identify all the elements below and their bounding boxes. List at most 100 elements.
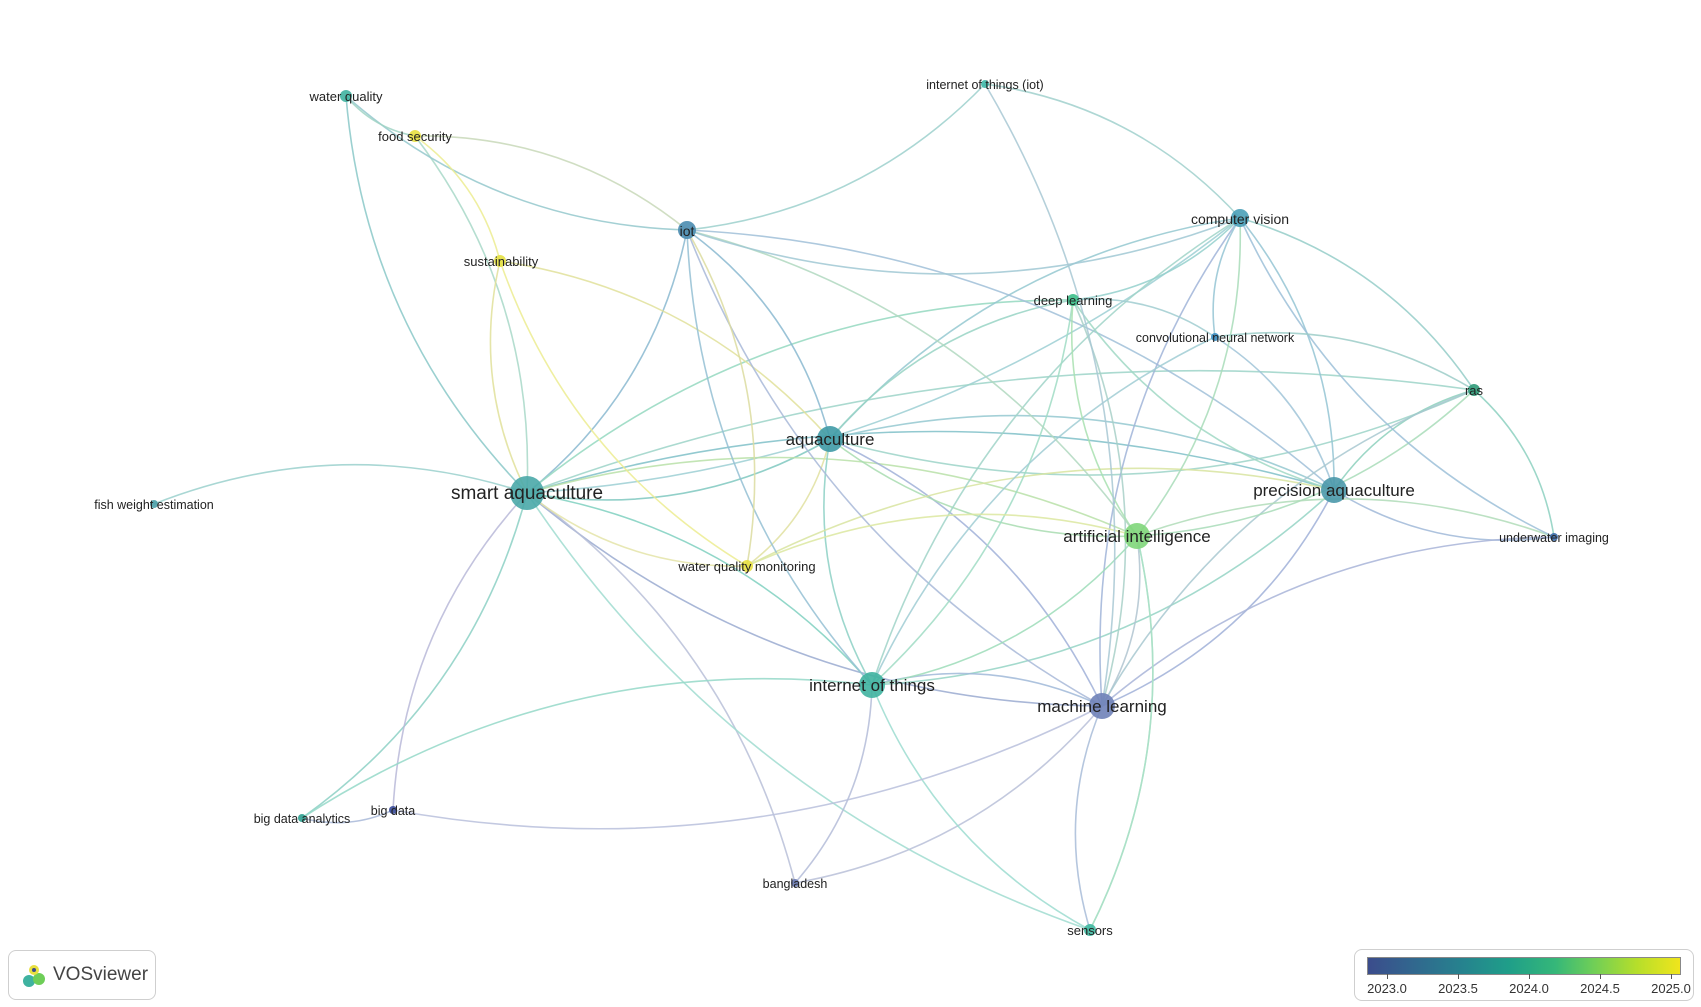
link-smart_aquaculture-food_security [414,135,529,494]
link-aquaculture-precision_aquaculture [829,414,1335,491]
link-smart_aquaculture-precision_aquaculture [526,430,1335,494]
node-label-sensors[interactable]: sensors [1067,923,1113,938]
node-iot[interactable] [678,221,696,239]
node-ras[interactable] [1468,384,1480,396]
link-precision_aquaculture-machine_learning [1101,489,1335,707]
link-smart_aquaculture-big_data [392,492,528,811]
node-label-water-quality[interactable]: water quality [309,89,383,104]
node-internet-of-things-iot[interactable] [981,80,989,88]
legend-tick-label: 2024.5 [1580,981,1620,996]
node-deep-learning[interactable] [1067,294,1079,306]
brand-name: VOSviewer [53,964,149,985]
link-internet_of_things-big_data_analytics [301,677,873,819]
node-label-internet-of-things[interactable]: internet of things [809,676,935,695]
legend-tick-mark [1387,974,1388,979]
node-label-deep-learning[interactable]: deep learning [1034,293,1113,308]
link-smart_aquaculture-water_quality [345,95,528,494]
link-computer_vision-deep_learning [1072,217,1241,301]
node-label-artificial-intelligence[interactable]: artificial intelligence [1063,527,1210,546]
link-smart_aquaculture-artificial_intelligence [526,456,1138,537]
node-label-fish-weight-estimation[interactable]: fish weight estimation [94,498,214,512]
link-iot-internet_of_things_iot [686,83,986,231]
node-aquaculture[interactable] [817,426,843,452]
link-aquaculture-sustainability [499,260,831,440]
link-smart_aquaculture-sustainability [489,260,528,494]
link-smart_aquaculture-big_data_analytics [301,492,528,819]
link-aquaculture-ras [829,389,1475,476]
node-water-quality[interactable] [340,90,352,102]
node-sustainability[interactable] [494,255,506,267]
link-internet_of_things_iot-machine_learning [984,83,1116,707]
link-internet_of_things-computer_vision [871,217,1241,686]
link-computer_vision-convolutional_neural_network [1212,217,1241,338]
legend-tick-mark [1671,974,1672,979]
link-machine_learning-iot [686,229,1103,707]
link-internet_of_things-artificial_intelligence [871,535,1138,686]
node-bangladesh[interactable] [791,879,799,887]
node-convolutional-neural-network[interactable] [1211,333,1219,341]
node-label-food-security[interactable]: food security [378,129,452,144]
node-label-sustainability[interactable]: sustainability [464,254,539,269]
legend-tick-mark [1458,974,1459,979]
link-deep_learning-convolutional_neural_network [1072,298,1216,338]
link-aquaculture-artificial_intelligence [829,438,1138,538]
node-label-iot[interactable]: iot [680,223,695,239]
link-artificial_intelligence-iot [686,229,1138,537]
node-computer-vision[interactable] [1231,209,1249,227]
link-computer_vision-iot [686,217,1241,275]
link-smart_aquaculture-fish_weight_estimation [153,463,528,505]
node-smart-aquaculture[interactable] [510,476,544,510]
link-machine_learning-ras [1101,389,1475,707]
link-iot-food_security [414,135,688,231]
node-label-machine-learning[interactable]: machine learning [1037,697,1166,716]
node-water-quality-monitoring[interactable] [741,560,753,572]
node-label-underwater-imaging[interactable]: underwater imaging [1499,531,1609,545]
node-label-big-data-analytics[interactable]: big data analytics [254,812,351,826]
link-precision_aquaculture-iot [686,229,1335,491]
link-internet_of_things-sensors [871,684,1091,931]
node-label-computer-vision[interactable]: computer vision [1191,211,1289,227]
legend-tick-label: 2025.0 [1651,981,1691,996]
node-label-smart-aquaculture[interactable]: smart aquaculture [451,483,603,504]
node-label-ras[interactable]: ras [1465,383,1484,398]
link-aquaculture-water_quality_monitoring [746,438,831,567]
vosviewer-logo-icon [23,965,45,987]
link-aquaculture-machine_learning [829,438,1103,707]
link-computer_vision-internet_of_things_iot [984,83,1241,219]
link-artificial_intelligence-sensors [1089,535,1154,931]
node-food-security[interactable] [409,130,421,142]
node-fish-weight-estimation[interactable] [150,500,158,508]
node-artificial-intelligence[interactable] [1124,523,1150,549]
link-aquaculture-internet_of_things [823,438,873,686]
link-smart_aquaculture-internet_of_things [526,492,873,686]
node-label-bangladesh[interactable]: bangladesh [763,877,828,891]
node-precision-aquaculture[interactable] [1321,477,1347,503]
node-label-internet-of-things-iot[interactable]: internet of things (iot) [926,78,1043,92]
link-sensors-artificial_intelligence [1089,535,1154,931]
legend-tick-label: 2023.5 [1438,981,1478,996]
link-smart_aquaculture-bangladesh [526,492,796,884]
node-internet-of-things[interactable] [859,672,885,698]
legend-gradient-bar [1367,957,1681,975]
node-big-data[interactable] [389,806,397,814]
node-label-big-data[interactable]: big data [371,804,416,818]
node-machine-learning[interactable] [1089,693,1115,719]
node-sensors[interactable] [1084,924,1096,936]
link-aquaculture-deep_learning [829,299,1074,440]
node-layer [150,80,1558,936]
link-smart_aquaculture-water_quality_monitoring [526,492,748,567]
node-big-data-analytics[interactable] [298,814,306,822]
node-underwater-imaging[interactable] [1550,533,1558,541]
link-big_data-big_data_analytics [301,809,394,824]
link-water_quality-food_security [345,95,416,137]
legend-tick-label: 2024.0 [1509,981,1549,996]
link-artificial_intelligence-computer_vision [1136,217,1242,537]
node-label-water-quality-monitoring[interactable]: water quality monitoring [677,559,815,574]
label-layer: smart aquaculture precision aquaculture ma… [94,78,1609,938]
link-precision_aquaculture-water_quality_monitoring [746,467,1335,567]
link-precision_aquaculture-internet_of_things [871,489,1335,686]
node-label-precision-aquaculture[interactable]: precision aquaculture [1253,481,1415,500]
node-label-convolutional-neural-network[interactable]: convolutional neural network [1136,331,1295,345]
node-label-aquaculture[interactable]: aquaculture [786,430,875,449]
